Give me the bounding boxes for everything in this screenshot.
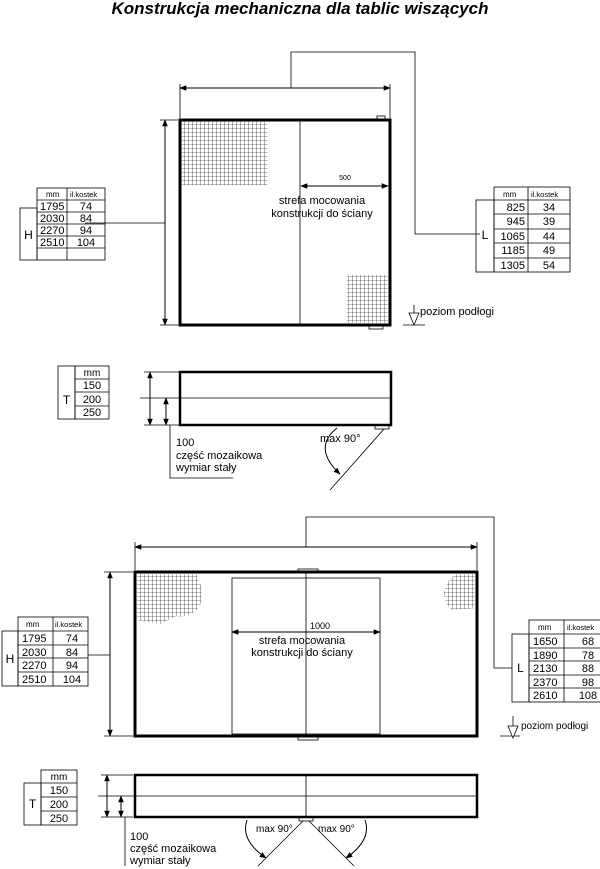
h-table-1-cell: 104 <box>77 237 95 249</box>
l-table-2-header-mm: mm <box>538 623 552 632</box>
board-1-outline <box>178 118 392 327</box>
l-table-2-letter: L <box>517 661 524 675</box>
board-2-zone-width: 1000 <box>310 621 330 631</box>
l-table-1-cell: 39 <box>543 216 555 228</box>
l-table-1-cell: 825 <box>507 202 525 214</box>
fixed-dimension-2-note: wymiar stały <box>129 855 191 867</box>
l-table-1: L mm il.kostek 825 34 945 39 1065 44 118… <box>475 186 571 273</box>
h-table-2-cell: 94 <box>66 660 78 672</box>
board-1-front-view: 500 strefa mocowania konstrukcji do ścia… <box>85 51 494 330</box>
h-table-1-cell: 74 <box>80 201 92 213</box>
board-1-floor-label: poziom podłogi <box>420 306 494 318</box>
l-table-2-cell: 78 <box>582 650 594 662</box>
t-table-1: T mm 150 200 250 <box>57 365 110 420</box>
l-table-1-header-mm: mm <box>503 190 517 199</box>
h-table-1-cell: 2510 <box>40 237 64 249</box>
l-table-2-cell: 88 <box>582 663 594 675</box>
fixed-dimension-1: 100 <box>176 437 194 449</box>
board-2-floor-label: poziom podłogi <box>521 721 588 732</box>
t-table-1-header: mm <box>84 368 101 379</box>
board-2-front-view: 1000 strefa mocowania konstrukcji do ści… <box>88 516 588 741</box>
t-table-2-cell: 200 <box>50 799 68 811</box>
h-table-2-cell: 84 <box>66 647 78 659</box>
fixed-dimension-1-part: część mozaikowa <box>176 450 263 462</box>
h-table-2-cell: 2270 <box>22 660 46 672</box>
t-table-1-letter: T <box>63 393 71 407</box>
fixed-dimension-2: 100 <box>130 831 148 843</box>
h-table-1-cell: 1795 <box>40 201 64 213</box>
max-angle-1: max 90° <box>320 433 360 445</box>
board-1-l-leader <box>290 51 480 235</box>
l-table-1-cell: 49 <box>543 245 555 257</box>
fixed-dimension-2-part: część mozaikowa <box>130 843 217 855</box>
t-table-1-cell: 200 <box>83 394 101 406</box>
h-table-2-header-mm: mm <box>26 620 40 629</box>
h-table-2: H mm il.kostek 1795 74 2030 84 2270 94 2… <box>1 616 89 687</box>
max-angle-right: max 90° <box>318 824 355 835</box>
board-2-zone-label-1: strefa mocowania <box>259 635 346 647</box>
t-table-2-letter: T <box>29 797 37 811</box>
t-table-2-cell: 250 <box>50 813 68 825</box>
board-1-zone-label-2: konstrukcji do ściany <box>271 208 373 220</box>
h-table-2-cell: 104 <box>63 674 81 686</box>
l-table-2-cell: 1650 <box>533 636 557 648</box>
l-table-1-cell: 1065 <box>501 231 525 243</box>
t-table-2: T mm 150 200 250 <box>23 769 78 826</box>
board-1-side-view: 100 część mozaikowa wymiar stały max 90° <box>140 370 393 491</box>
l-table-2-cell: 108 <box>579 690 597 702</box>
l-table-2-cell: 2370 <box>533 677 557 689</box>
l-table-1-letter: L <box>482 228 489 242</box>
h-table-2-cell: 74 <box>66 633 78 645</box>
h-table-1-letter: H <box>24 228 33 242</box>
board-2-side-view: 100 część mozaikowa wymiar stały max 90°… <box>98 773 479 867</box>
floor-level-icon <box>507 725 519 740</box>
h-table-1-cell: 2030 <box>40 213 64 225</box>
l-table-1-cell: 1305 <box>501 260 525 272</box>
board-1-zone-width: 500 <box>339 175 351 182</box>
l-table-1-cell: 945 <box>507 216 525 228</box>
l-table-2: L mm il.kostek 1650 68 1890 78 2130 88 2… <box>511 619 600 703</box>
board-1-zone-label-1: strefa mocowania <box>279 195 366 207</box>
l-table-2-header-count: il.kostek <box>567 623 594 632</box>
rotation-arrow-left <box>245 819 267 859</box>
h-table-1: H mm il.kostek 1795 74 2030 84 2270 94 2… <box>19 187 106 261</box>
h-table-2-cell: 1795 <box>22 633 46 645</box>
rotation-arrow-right <box>345 819 367 859</box>
floor-level-icon <box>408 312 420 327</box>
l-table-1-cell: 1185 <box>501 245 525 257</box>
l-table-2-cell: 98 <box>582 677 594 689</box>
h-table-2-cell: 2510 <box>22 674 46 686</box>
l-table-1-cell: 34 <box>543 202 555 214</box>
t-table-2-header: mm <box>51 772 68 783</box>
page-title: Konstrukcja mechaniczna dla tablic wiszą… <box>112 0 489 18</box>
h-table-1-header-mm: mm <box>46 190 60 199</box>
board-2-mosaic-left <box>137 574 202 624</box>
l-table-1-header-count: il.kostek <box>531 190 558 199</box>
h-table-2-header-count: il.kostek <box>55 620 82 629</box>
t-table-1-cell: 150 <box>83 380 101 392</box>
l-table-2-cell: 1890 <box>533 650 557 662</box>
l-table-2-cell: 68 <box>582 636 594 648</box>
l-table-1-cell: 44 <box>543 231 555 243</box>
h-table-1-cell: 94 <box>80 225 92 237</box>
board-1-mosaic-bottom-right <box>347 275 388 323</box>
h-table-1-cell: 84 <box>80 213 92 225</box>
board-2-mosaic-right <box>444 574 475 610</box>
h-table-1-cell: 2270 <box>40 225 64 237</box>
h-table-2-cell: 2030 <box>22 647 46 659</box>
board-1-mosaic-top-left <box>181 121 268 186</box>
l-table-2-cell: 2610 <box>533 690 557 702</box>
fixed-dimension-1-note: wymiar stały <box>175 462 237 474</box>
max-angle-left: max 90° <box>256 824 293 835</box>
l-table-1-cell: 54 <box>543 260 555 272</box>
h-table-2-letter: H <box>6 652 15 666</box>
rotation-arrow-1 <box>324 427 341 475</box>
l-table-2-cell: 2130 <box>533 663 557 675</box>
t-table-2-cell: 150 <box>50 785 68 797</box>
h-table-1-header-count: il.kostek <box>70 190 97 199</box>
board-2-zone-label-2: konstrukcji do ściany <box>251 647 353 659</box>
t-table-1-cell: 250 <box>83 407 101 419</box>
